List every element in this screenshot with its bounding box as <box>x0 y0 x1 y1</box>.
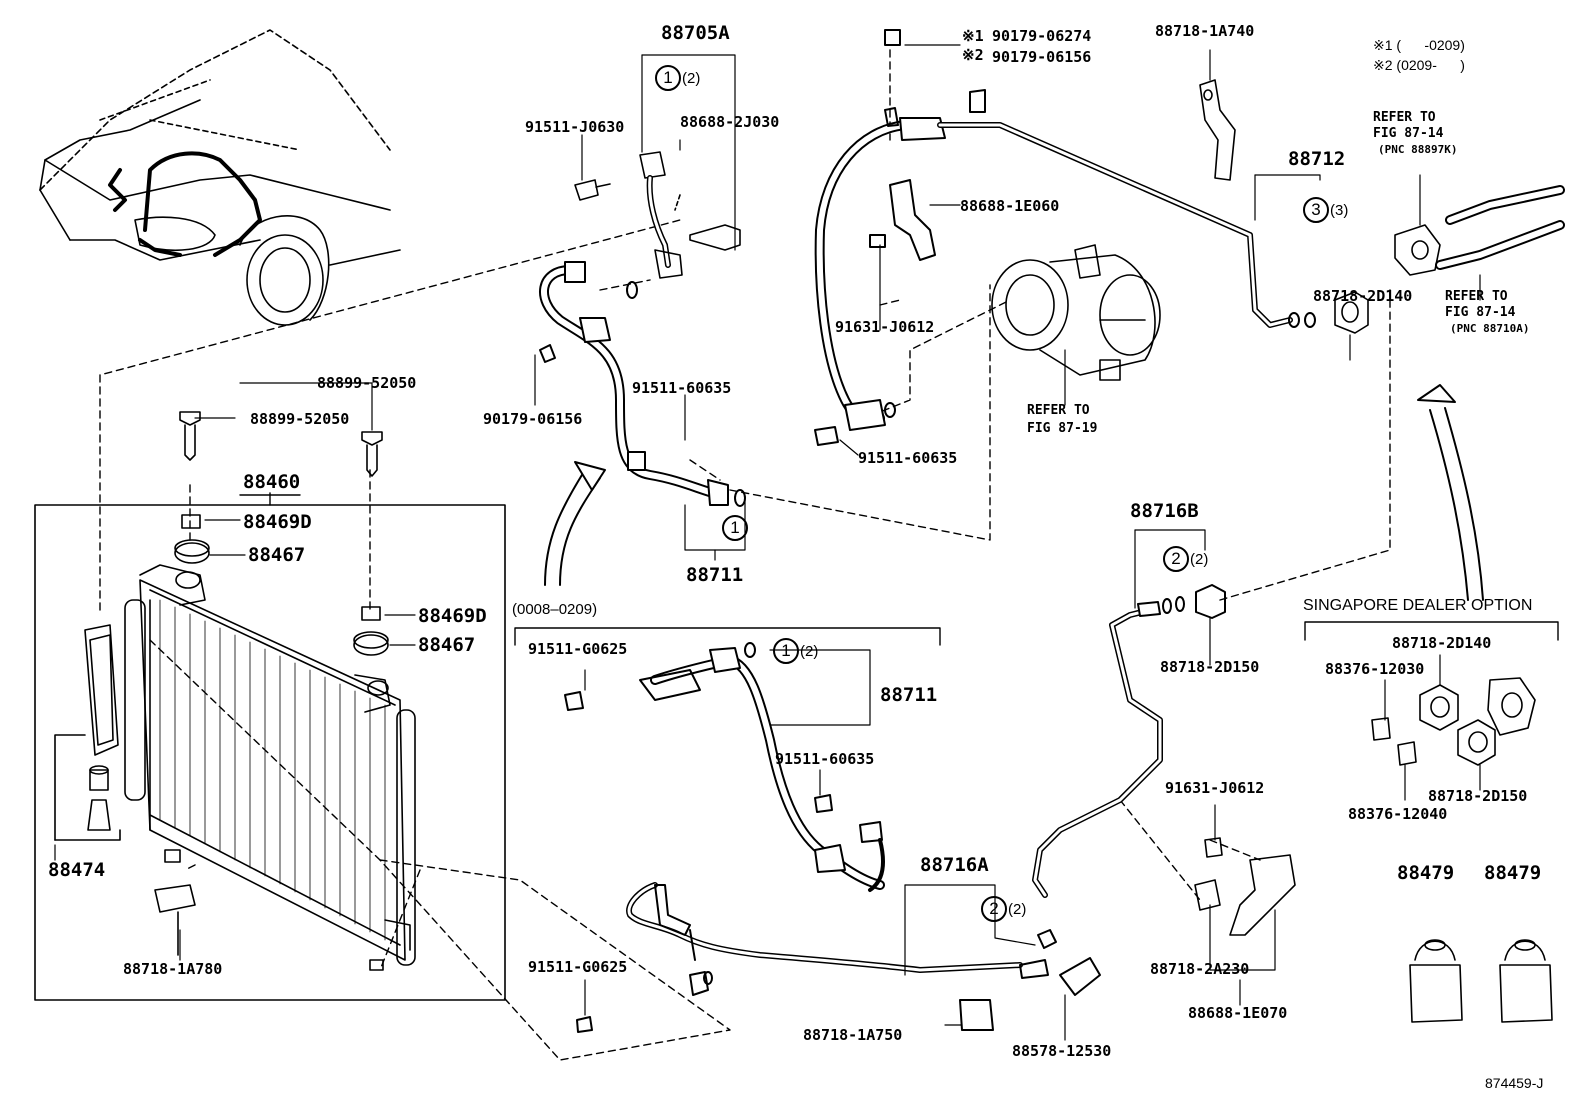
part-label-88469D-right: 88469D <box>418 605 487 627</box>
part-label-88376-12040: 88376-12040 <box>1348 805 1448 823</box>
part-label-88718-2D140-sg: 88718-2D140 <box>1392 634 1492 652</box>
callout-qty: (2) <box>1190 551 1209 568</box>
note-2: ※2 (0209- ) <box>1373 57 1465 73</box>
part-label-90179-06274: 90179-06274 <box>992 27 1092 45</box>
ref-87-14a-line2: FIG 87-14 <box>1373 126 1444 141</box>
part-label-90179-06156: 90179-06156 <box>483 410 583 428</box>
part-label-88718-2D150-sg: 88718-2D150 <box>1428 787 1528 805</box>
pipe-88705A-illustration <box>574 151 741 279</box>
callout-1-qty-2-lower: 1(2) <box>773 638 818 664</box>
refrigerant-cans-illustration <box>1409 939 1553 1023</box>
callout-2-qty-2-lower: 2(2) <box>981 896 1026 922</box>
diagram-id: 874459-J <box>1485 1075 1544 1091</box>
part-label-88718-2D150: 88718-2D150 <box>1160 658 1260 676</box>
part-label-88718-1A780: 88718-1A780 <box>123 960 223 978</box>
period-bracket <box>514 627 941 646</box>
part-label-88688-2J030: 88688-2J030 <box>680 113 780 131</box>
ref-87-19-line1: REFER TO <box>1027 403 1090 418</box>
mark-1: ※1 <box>962 27 984 45</box>
compressor-illustration <box>991 244 1161 381</box>
ref-87-14b-line2: FIG 87-14 <box>1445 305 1516 320</box>
callout-2-qty-2: 2(2) <box>1163 546 1208 572</box>
fittings-top-right-illustration <box>1334 185 1565 334</box>
part-label-88376-12030: 88376-12030 <box>1325 660 1425 678</box>
part-label-91631-J0612: 91631-J0612 <box>835 318 935 336</box>
callout-qty: (2) <box>800 643 819 660</box>
part-label-88578-12530: 88578-12530 <box>1012 1042 1112 1060</box>
callout-number: 2 <box>981 896 1007 922</box>
part-label-88899-52050: 88899-52050 <box>317 374 417 392</box>
singapore-parts-illustration <box>1371 677 1536 766</box>
ref-87-14b-line3: (PNC 88710A) <box>1450 322 1530 335</box>
part-label-88718-2A230: 88718-2A230 <box>1150 960 1250 978</box>
condenser-mounts <box>54 411 389 971</box>
part-label-91511-J0630: 91511-J0630 <box>525 118 625 136</box>
note-1: ※1 ( -0209) <box>1373 37 1465 53</box>
singapore-bracket <box>1304 621 1559 641</box>
part-label-88469D: 88469D <box>243 511 312 533</box>
callout-qty: (2) <box>682 70 701 87</box>
hose-88711-lower-illustration <box>564 642 885 1033</box>
part-label-88479-right: 88479 <box>1484 862 1542 884</box>
part-label-88711-lower: 88711 <box>880 684 938 706</box>
condenser-group-box <box>34 504 506 1001</box>
ref-87-14a-line3: (PNC 88897K) <box>1378 143 1458 156</box>
part-label-91511-G0625: 91511-G0625 <box>528 640 628 658</box>
callout-qty: (2) <box>1008 901 1027 918</box>
part-label-88688-1E070: 88688-1E070 <box>1188 1004 1288 1022</box>
part-label-88718-2D140: 88718-2D140 <box>1313 287 1413 305</box>
vehicle-outline-illustration <box>39 29 401 326</box>
discharge-hose-illustration <box>814 29 1316 446</box>
label-leaders <box>54 44 1481 1041</box>
part-label-91511-60635-c: 91511-60635 <box>775 750 875 768</box>
callout-3-qty-3: 3(3) <box>1303 197 1348 223</box>
hose-88711-illustration <box>539 261 746 507</box>
ref-87-14a-line1: REFER TO <box>1373 110 1436 125</box>
bracket-1A740-illustration <box>1199 79 1236 181</box>
singapore-dealer-option-title: SINGAPORE DEALER OPTION <box>1303 597 1533 614</box>
part-label-91511-G0625-lower: 91511-G0625 <box>528 958 628 976</box>
part-label-88474: 88474 <box>48 859 106 881</box>
part-label-88712: 88712 <box>1288 148 1346 170</box>
part-label-88711: 88711 <box>686 564 744 586</box>
part-label-88899-52050-lower: 88899-52050 <box>250 410 350 428</box>
callout-1: 1 <box>722 515 749 541</box>
mark-2: ※2 <box>962 46 984 64</box>
part-label-91511-60635-b: 91511-60635 <box>858 449 958 467</box>
part-label-90179-06156-top: 90179-06156 <box>992 48 1092 66</box>
flow-arrows <box>544 384 1484 601</box>
part-label-88688-1E060: 88688-1E060 <box>960 197 1060 215</box>
part-label-88467: 88467 <box>248 544 306 566</box>
part-label-91511-60635: 91511-60635 <box>632 379 732 397</box>
callout-number: 2 <box>1163 546 1189 572</box>
period-note: (0008–0209) <box>512 601 598 618</box>
part-label-88479: 88479 <box>1397 862 1455 884</box>
part-label-88716B: 88716B <box>1130 500 1199 522</box>
callout-number: 1 <box>773 638 799 664</box>
part-label-88467-right: 88467 <box>418 634 476 656</box>
part-label-88716A: 88716A <box>920 854 989 876</box>
ref-87-19-line2: FIG 87-19 <box>1027 421 1098 436</box>
callout-qty: (3) <box>1330 202 1349 219</box>
callout-number: 1 <box>655 65 681 91</box>
callout-number: 3 <box>1303 197 1329 223</box>
part-label-88705A: 88705A <box>661 22 730 44</box>
part-label-88718-1A750: 88718-1A750 <box>803 1026 903 1044</box>
ref-87-14b-line1: REFER TO <box>1445 289 1508 304</box>
part-label-88718-1A740: 88718-1A740 <box>1155 22 1255 40</box>
part-label-88460: 88460 <box>243 471 301 493</box>
part-label-91631-J0612-lower: 91631-J0612 <box>1165 779 1265 797</box>
pipe-88716A-illustration <box>626 882 1101 1031</box>
callout-1-qty-2: 1(2) <box>655 65 700 91</box>
condenser-illustration <box>124 564 416 966</box>
callout-number: 1 <box>722 515 748 541</box>
pipe-88716B-illustration <box>1032 584 1226 949</box>
